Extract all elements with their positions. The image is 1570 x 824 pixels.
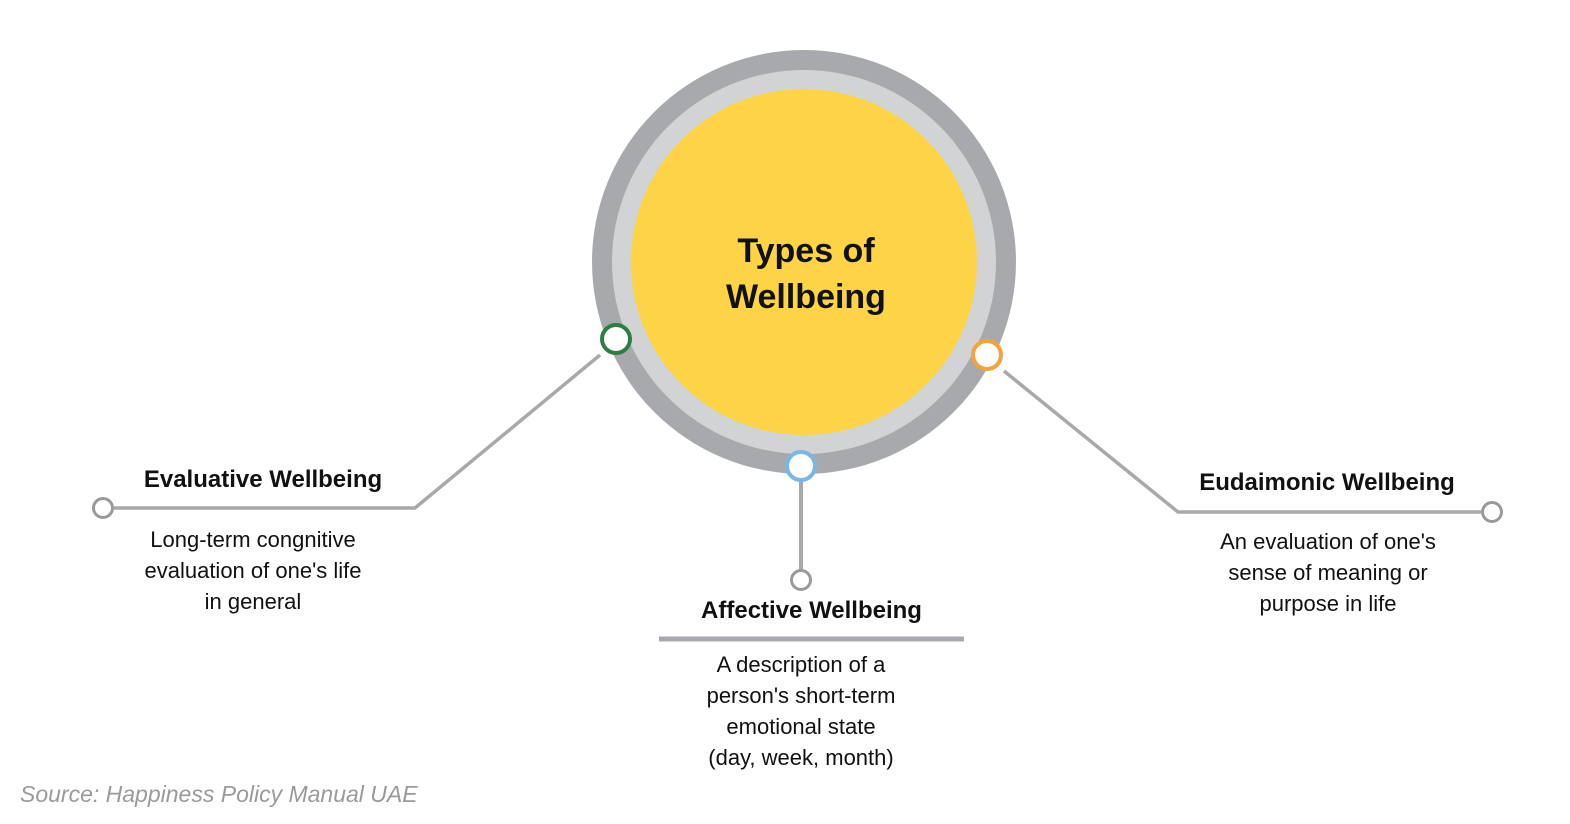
affective-end-marker bbox=[790, 569, 812, 591]
affective-description-line-1: A description of a bbox=[716, 652, 886, 677]
eudaimonic-description-line-2: sense of meaning or bbox=[1228, 560, 1428, 585]
eudaimonic-description-line-1: An evaluation of one's bbox=[1220, 529, 1436, 554]
evaluative-marker bbox=[600, 323, 632, 355]
affective-heading: Affective Wellbeing bbox=[701, 597, 922, 624]
connector-eudaimonic bbox=[1002, 369, 1481, 514]
source-caption: Source: Happiness Policy Manual UAE bbox=[20, 781, 418, 807]
evaluative-description: Long-term congnitive evaluation of one's… bbox=[98, 524, 408, 617]
affective-description-line-3: emotional state bbox=[726, 714, 876, 739]
affective-marker bbox=[785, 450, 817, 482]
eudaimonic-heading: Eudaimonic Wellbeing bbox=[1199, 469, 1455, 496]
evaluative-description-line-3: in general bbox=[204, 589, 302, 614]
eudaimonic-description-line-3: purpose in life bbox=[1259, 591, 1397, 616]
affective-description-line-4: (day, week, month) bbox=[708, 745, 894, 770]
evaluative-end-marker bbox=[92, 497, 114, 519]
evaluative-heading: Evaluative Wellbeing bbox=[143, 466, 383, 493]
center-title-line-1: Types of bbox=[737, 232, 875, 270]
affective-description-line-2: person's short-term bbox=[706, 683, 896, 708]
affective-description: A description of a person's short-term e… bbox=[651, 649, 951, 773]
center-title-line-2: Wellbeing bbox=[726, 278, 886, 316]
connector-evaluative bbox=[114, 353, 602, 510]
eudaimonic-end-marker bbox=[1481, 501, 1503, 523]
center-circle bbox=[631, 89, 977, 435]
evaluative-description-line-2: evaluation of one's life bbox=[144, 558, 362, 583]
eudaimonic-description: An evaluation of one's sense of meaning … bbox=[1178, 526, 1478, 619]
evaluative-description-line-1: Long-term congnitive bbox=[150, 527, 356, 552]
eudaimonic-marker bbox=[971, 339, 1003, 371]
